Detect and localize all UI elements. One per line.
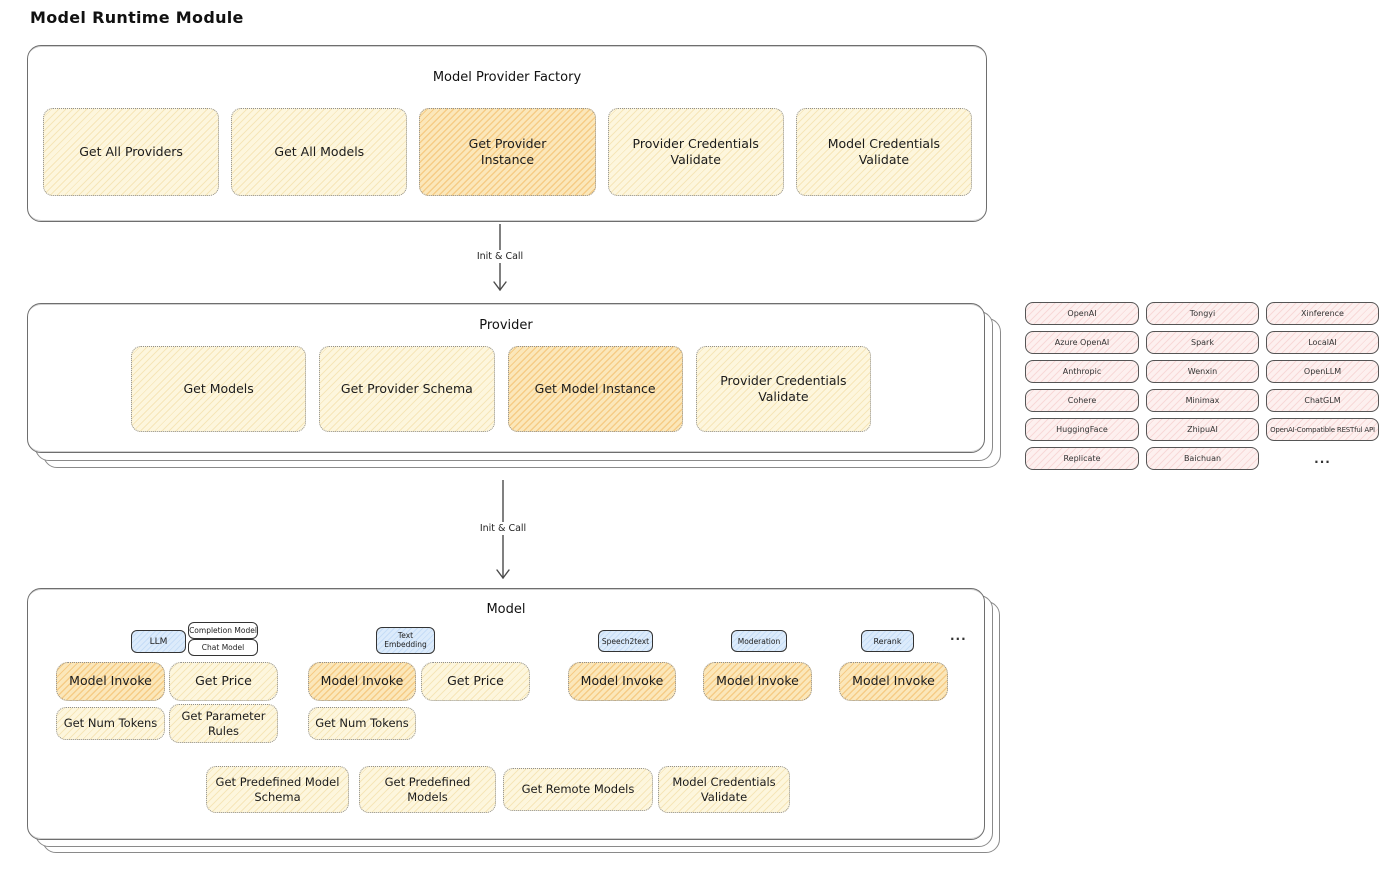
node-get-provider-instance: Get Provider Instance	[419, 108, 596, 196]
node-label: Model Credentials Validate	[827, 135, 941, 167]
node-rerank-model-invoke: Model Invoke	[839, 662, 948, 701]
provider-pill-replicate: Replicate	[1025, 447, 1139, 470]
model-title: Model	[486, 602, 526, 617]
tags-more: ...	[950, 629, 967, 643]
node-model-credentials-validate: Model Credentials Validate	[795, 108, 973, 196]
node-label: Provider Credentials Validate	[632, 135, 759, 167]
node-label: Get Predefined Models	[384, 774, 471, 804]
tag-text-embedding: Text Embedding	[376, 627, 435, 654]
node-get-remote-models: Get Remote Models	[503, 768, 653, 811]
node-get-model-instance: Get Model Instance	[507, 346, 683, 432]
provider-pill-cohere: Cohere	[1025, 389, 1139, 412]
tag-completion-model: Completion Model	[188, 622, 258, 639]
node-label: Get Predefined Model Schema	[215, 774, 340, 804]
node-label: Get Provider Instance	[468, 135, 547, 167]
node-get-all-providers: Get All Providers	[43, 108, 220, 196]
factory-box-row: Get All Providers Get All Models Get Pro…	[43, 108, 973, 196]
node-get-predefined-model-schema: Get Predefined Model Schema	[206, 766, 349, 813]
provider-list-more: ...	[1314, 451, 1331, 466]
node-embedding-get-num-tokens: Get Num Tokens	[308, 707, 416, 740]
provider-pill-tongyi: Tongyi	[1146, 302, 1259, 325]
provider-pill-spark: Spark	[1146, 331, 1259, 354]
provider-pill-baichuan: Baichuan	[1146, 447, 1259, 470]
provider-title: Provider	[479, 318, 533, 333]
node-llm-get-num-tokens: Get Num Tokens	[56, 707, 165, 740]
node-model-credentials-validate-2: Model Credentials Validate	[658, 766, 790, 813]
node-provider-credentials-validate-2: Provider Credentials Validate	[695, 346, 871, 432]
node-embedding-get-price: Get Price	[421, 662, 530, 701]
factory-container: Model Provider Factory Get All Providers…	[27, 45, 987, 222]
provider-pill-azure-openai: Azure OpenAI	[1025, 331, 1139, 354]
node-speech2text-model-invoke: Model Invoke	[568, 662, 676, 701]
node-provider-credentials-validate: Provider Credentials Validate	[607, 108, 784, 196]
provider-pill-openai-compatible: OpenAI-Compatible RESTful API	[1266, 418, 1379, 441]
provider-pill-openai: OpenAI	[1025, 302, 1139, 325]
tag-rerank: Rerank	[861, 630, 914, 652]
tag-moderation: Moderation	[731, 630, 787, 652]
node-llm-get-parameter-rules: Get Parameter Rules	[169, 704, 278, 743]
tag-speech2text: Speech2text	[598, 630, 653, 652]
provider-pill-localai: LocalAI	[1266, 331, 1379, 354]
provider-pill-wenxin: Wenxin	[1146, 360, 1259, 383]
provider-pill-huggingface: HuggingFace	[1025, 418, 1139, 441]
provider-container: Provider Get Models Get Provider Schema …	[27, 303, 985, 453]
node-llm-get-price: Get Price	[169, 662, 278, 701]
node-label: Provider Credentials Validate	[720, 372, 847, 404]
provider-pill-anthropic: Anthropic	[1025, 360, 1139, 383]
tag-label: Text Embedding	[384, 630, 427, 649]
node-embedding-model-invoke: Model Invoke	[308, 662, 416, 701]
node-get-models: Get Models	[131, 346, 307, 432]
factory-title: Model Provider Factory	[432, 70, 582, 85]
node-get-all-models: Get All Models	[231, 108, 408, 196]
provider-pill-minimax: Minimax	[1146, 389, 1259, 412]
node-label: Model Credentials Validate	[672, 774, 776, 804]
provider-pill-openllm: OpenLLM	[1266, 360, 1379, 383]
node-label: Get Parameter Rules	[181, 708, 266, 738]
provider-box-row: Get Models Get Provider Schema Get Model…	[131, 346, 871, 432]
arrow-label-init-call-1: Init & Call	[468, 250, 532, 263]
model-container: Model LLM Completion Model Chat Model Te…	[27, 588, 985, 840]
provider-pill-zhipuai: ZhipuAI	[1146, 418, 1259, 441]
provider-list: OpenAI Tongyi Xinference Azure OpenAI Sp…	[1025, 302, 1379, 470]
tag-chat-model: Chat Model	[188, 639, 258, 656]
node-get-predefined-models: Get Predefined Models	[359, 766, 496, 813]
provider-pill-xinference: Xinference	[1266, 302, 1379, 325]
provider-pill-chatglm: ChatGLM	[1266, 389, 1379, 412]
arrow-label-init-call-2: Init & Call	[471, 522, 535, 535]
page-title: Model Runtime Module	[30, 8, 244, 27]
node-llm-model-invoke: Model Invoke	[56, 662, 165, 701]
tag-llm: LLM	[131, 630, 186, 653]
node-get-provider-schema: Get Provider Schema	[319, 346, 495, 432]
node-moderation-model-invoke: Model Invoke	[703, 662, 812, 701]
